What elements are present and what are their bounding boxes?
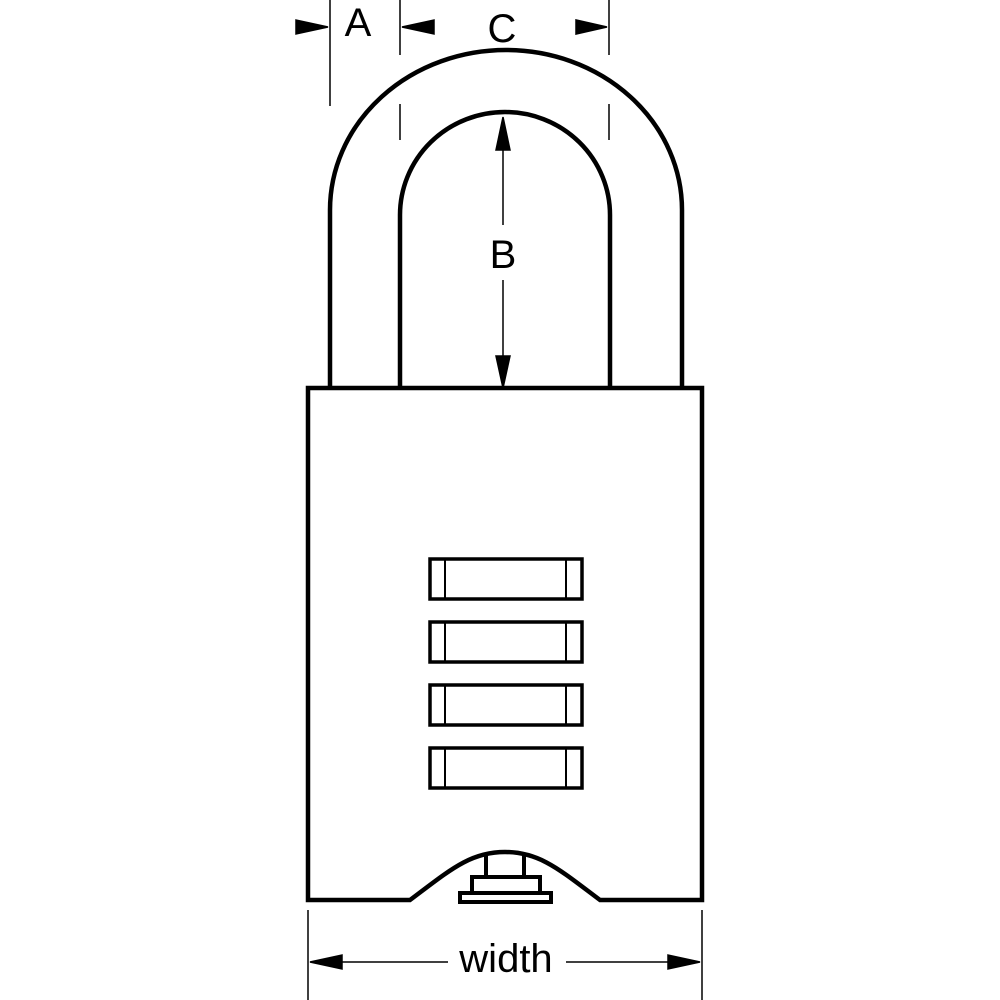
arrow-b-up-icon [495, 116, 511, 151]
release-button [458, 853, 553, 904]
arrow-b-down-icon [495, 355, 511, 389]
arrow-c-left-icon [401, 19, 435, 35]
combination-dial [428, 557, 584, 601]
combination-dials [428, 557, 584, 790]
shackle-inner [397, 109, 613, 388]
lock-body [305, 385, 705, 903]
combination-dial [428, 620, 584, 664]
label-c: C [488, 7, 517, 51]
shackle-outer [327, 47, 685, 388]
arrow-width-left-icon [309, 954, 343, 970]
combination-dial [428, 746, 584, 790]
label-width: width [458, 937, 552, 981]
shackle [327, 47, 685, 388]
arrow-width-right-icon [667, 954, 701, 970]
arrow-a-icon [295, 19, 329, 35]
arrow-c-right-icon [575, 19, 608, 35]
label-b: B [490, 233, 517, 277]
dimension-lines [295, 0, 703, 1000]
label-a: A [345, 1, 372, 45]
combination-dial [428, 683, 584, 727]
